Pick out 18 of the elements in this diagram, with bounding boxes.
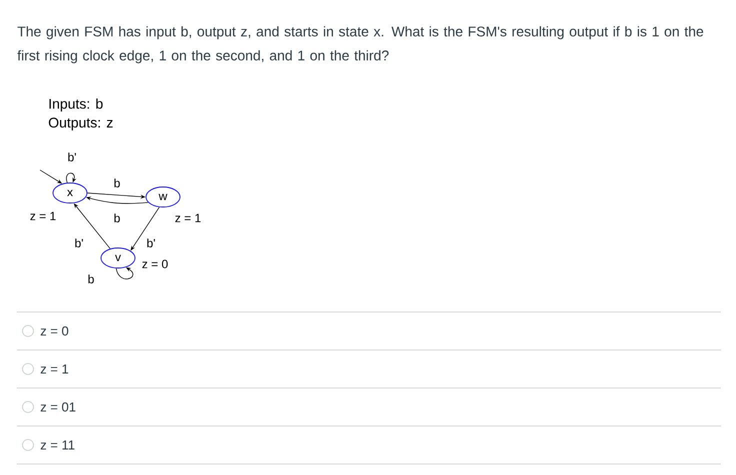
edge-label: b' — [68, 152, 76, 162]
output-label: z = 0 — [142, 260, 168, 268]
arrow — [66, 172, 76, 184]
edge-label: b' — [75, 238, 83, 248]
output-label: z = 1 — [30, 212, 56, 220]
edge-label: b — [88, 274, 94, 284]
question-text: The given FSM has input b, output z, and starts in state x. What is the FSM's resulting output if b is 1 on the first rising clock edge, 1 on the second, and 1 on the third? — [17, 26, 704, 64]
legend-text: Outputs: z — [48, 118, 113, 130]
radio-option: z = 11 — [22, 439, 74, 451]
output-label: z = 1 — [175, 214, 201, 222]
arrow — [116, 267, 134, 280]
legend-text: Inputs: b — [50, 98, 103, 112]
edge-label: b — [114, 178, 120, 188]
radio-option: z = 0 — [22, 325, 68, 337]
edge-label: b' — [147, 238, 155, 248]
radio-option: z = 01 — [22, 401, 76, 413]
radio-option: z = 1 — [22, 363, 68, 375]
edge-label: b — [114, 214, 120, 222]
